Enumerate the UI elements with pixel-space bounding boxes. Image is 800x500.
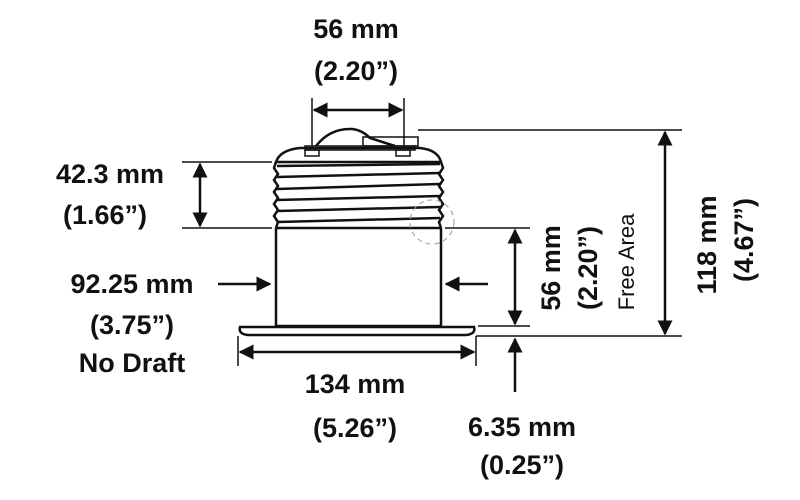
- thread-height-imperial: (1.66”): [63, 200, 147, 230]
- flange-diameter-metric: 134 mm: [305, 369, 406, 399]
- flange-thickness-imperial: (0.25”): [480, 450, 564, 480]
- thread-height-metric: 42.3 mm: [56, 159, 164, 189]
- flange-thickness-metric: 6.35 mm: [468, 412, 576, 442]
- flange-diameter-imperial: (5.26”): [313, 413, 397, 443]
- flange-thickness-dimension: 6.35 mm (0.25”): [468, 337, 576, 480]
- free-area-note: Free Area: [614, 213, 639, 310]
- flange-diameter-dimension: 134 mm (5.26”): [237, 336, 477, 443]
- total-height-metric: 118 mm: [692, 195, 722, 294]
- body-diameter-dimension: 92.25 mm (3.75”) No Draft: [70, 269, 488, 378]
- top-width-imperial: (2.20”): [314, 56, 398, 86]
- total-height-dimension: 118 mm (4.67”): [418, 129, 759, 337]
- free-area-metric: 56 mm: [536, 225, 566, 311]
- no-draft-note: No Draft: [79, 348, 186, 378]
- total-height-imperial: (4.67”): [729, 198, 759, 282]
- transducer-outline: [238, 127, 476, 337]
- body-diameter-imperial: (3.75”): [90, 310, 174, 340]
- top-width-dimension: 56 mm (2.20”): [311, 14, 405, 146]
- top-width-metric: 56 mm: [313, 14, 399, 44]
- body-diameter-metric: 92.25 mm: [70, 269, 193, 299]
- free-area-imperial: (2.20”): [573, 226, 603, 310]
- thread-height-dimension: 42.3 mm (1.66”): [56, 159, 272, 230]
- free-area-dimension: 56 mm (2.20”) Free Area: [445, 213, 639, 327]
